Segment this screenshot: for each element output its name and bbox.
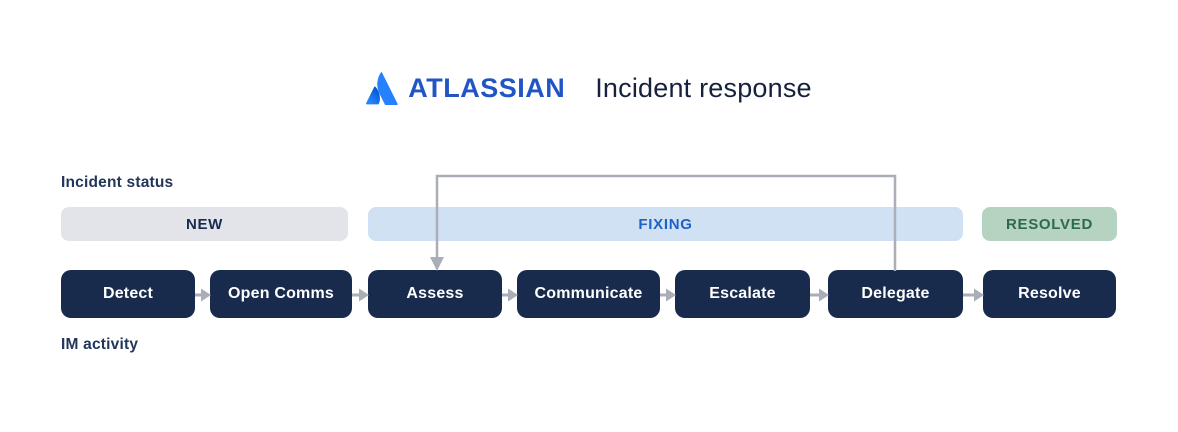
arrow-communicate-to-escalate <box>660 288 676 302</box>
status-bar-resolved-label: RESOLVED <box>1005 215 1093 233</box>
arrow-open-comms-to-assess <box>352 288 369 302</box>
flow-step-resolve: Resolve <box>983 270 1116 318</box>
flow-step-open-comms: Open Comms <box>210 270 352 318</box>
flow-step-detect: Detect <box>61 270 195 318</box>
incident-status-label: Incident status <box>61 174 174 191</box>
flow-step-assess: Assess <box>368 270 502 318</box>
brand-wordmark: ATLASSIAN <box>408 72 566 103</box>
atlassian-logo-icon <box>366 71 398 105</box>
arrow-escalate-to-delegate <box>810 288 829 302</box>
flow-step-delegate: Delegate <box>828 270 963 318</box>
flow-step-communicate: Communicate <box>517 270 660 318</box>
flow-step-escalate: Escalate <box>675 270 810 318</box>
arrow-detect-to-open-comms <box>195 288 211 302</box>
page-title: Incident response <box>595 72 812 103</box>
status-bar-fixing-label: FIXING <box>638 215 693 233</box>
im-activity-label: IM activity <box>61 336 139 353</box>
arrow-delegate-to-resolve <box>963 288 984 302</box>
header: ATLASSIAN Incident response <box>0 68 1178 108</box>
status-bar-new: NEW <box>61 207 348 241</box>
arrow-assess-to-communicate <box>502 288 518 302</box>
status-bar-resolved: RESOLVED <box>982 207 1117 241</box>
status-bar-fixing: FIXING <box>368 207 963 241</box>
status-bar-new-label: NEW <box>185 215 224 233</box>
